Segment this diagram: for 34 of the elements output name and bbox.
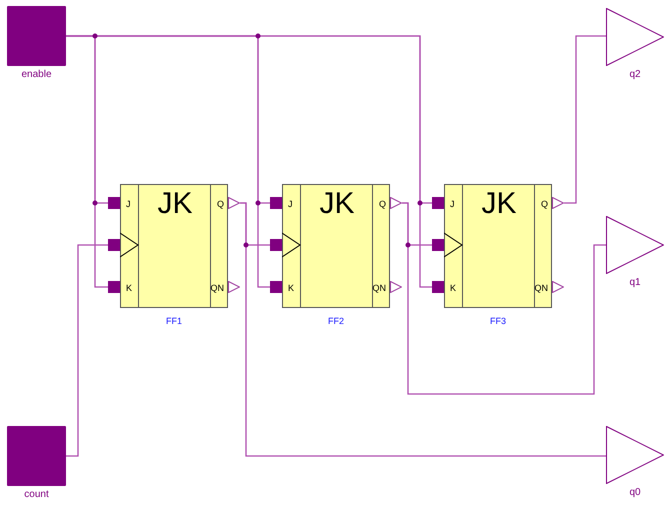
output-port <box>606 426 664 500</box>
jk-flip-flop <box>108 184 240 308</box>
pin-label: K <box>450 282 456 294</box>
port-label: q2 <box>629 69 641 80</box>
pin-label: QN <box>210 282 224 294</box>
component-title: JK <box>480 187 518 221</box>
pin-label: Q <box>378 198 386 210</box>
pin-label: K <box>126 282 132 294</box>
port-label: q1 <box>629 277 641 288</box>
component-name: FF3 <box>490 316 506 326</box>
port-label: enable <box>21 69 52 80</box>
component-title: JK <box>156 187 194 221</box>
port-label: count <box>24 489 49 500</box>
jk-flip-flop <box>432 184 564 308</box>
wire <box>240 202 606 457</box>
wire <box>402 202 606 395</box>
output-port <box>606 8 664 82</box>
pin-label: Q <box>216 198 224 210</box>
pin-label: J <box>450 198 454 210</box>
port-label: q0 <box>629 487 641 498</box>
component-title: JK <box>318 187 356 221</box>
pin-label: J <box>288 198 292 210</box>
pin-label: Q <box>540 198 548 210</box>
wire <box>66 35 432 288</box>
wire <box>66 244 108 457</box>
pin-label: K <box>288 282 294 294</box>
jk-flip-flop <box>270 184 402 308</box>
component-name: FF1 <box>166 316 182 326</box>
pin-label: J <box>126 198 130 210</box>
wire <box>564 35 606 204</box>
pin-label: QN <box>372 282 386 294</box>
output-port <box>606 216 664 290</box>
component-name: FF2 <box>328 316 344 326</box>
pin-label: QN <box>534 282 548 294</box>
